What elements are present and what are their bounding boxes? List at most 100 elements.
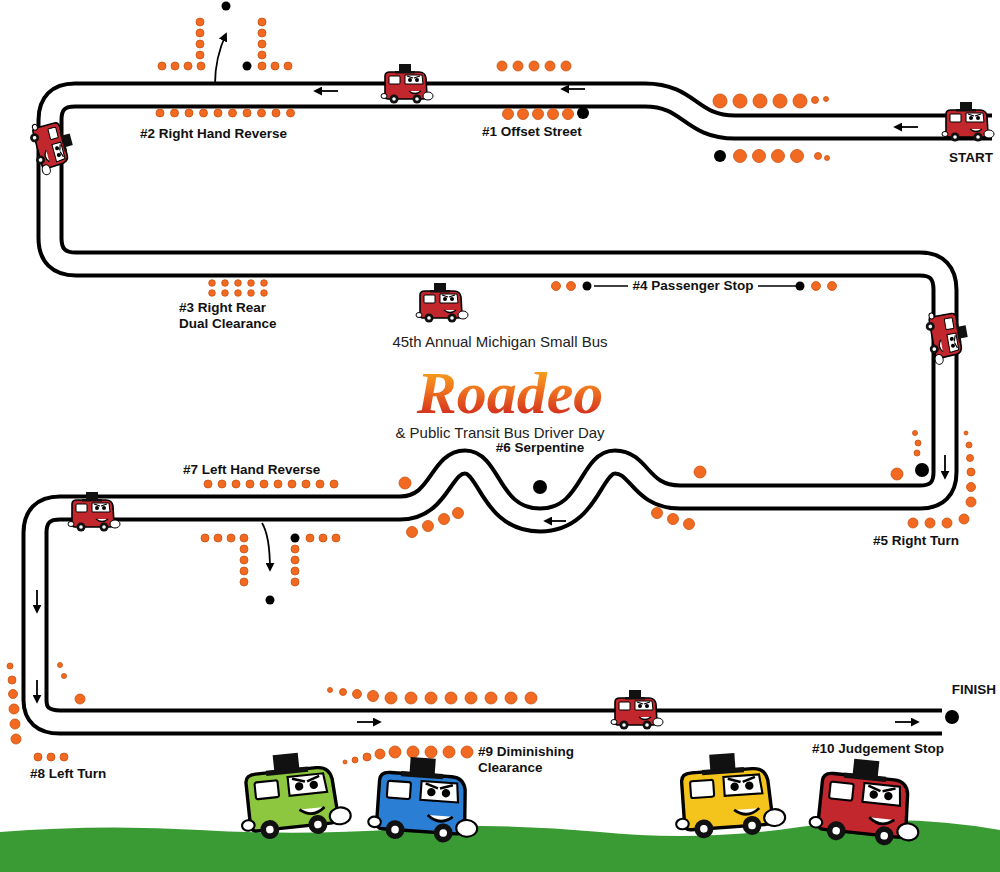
- traffic-cone: [375, 749, 385, 759]
- traffic-cone: [793, 94, 807, 108]
- traffic-cone: [248, 280, 255, 287]
- traffic-cone: [461, 746, 473, 758]
- direction-arrow: [895, 721, 918, 723]
- traffic-cone: [445, 692, 457, 704]
- traffic-cone: [319, 534, 327, 542]
- traffic-cone: [353, 690, 362, 699]
- traffic-cone: [258, 40, 266, 48]
- bus-mascot: [367, 754, 482, 844]
- traffic-cone: [185, 109, 193, 117]
- traffic-cone: [214, 109, 222, 117]
- traffic-cone: [389, 746, 401, 758]
- traffic-cone: [291, 578, 299, 586]
- traffic-cone: [218, 480, 226, 488]
- traffic-cone: [62, 674, 67, 679]
- traffic-cone: [272, 109, 280, 117]
- direction-arrow: [36, 590, 38, 612]
- traffic-cone: [302, 480, 310, 488]
- traffic-cone: [439, 514, 450, 525]
- traffic-cone: [425, 692, 437, 704]
- traffic-cone: [9, 704, 19, 714]
- traffic-cone: [156, 109, 164, 117]
- cones: [7, 18, 976, 764]
- traffic-cone: [363, 753, 371, 761]
- station-label: #4 Passenger Stop: [629, 278, 758, 294]
- traffic-cone: [261, 280, 268, 287]
- traffic-cone: [240, 534, 248, 542]
- traffic-cone: [75, 694, 85, 704]
- bus-icon: [416, 283, 468, 323]
- traffic-cone: [291, 545, 299, 553]
- traffic-cone: [518, 109, 529, 120]
- traffic-cone: [545, 61, 555, 71]
- traffic-cone: [196, 40, 204, 48]
- traffic-cone: [453, 508, 464, 519]
- traffic-cone: [753, 94, 767, 108]
- traffic-cone: [291, 567, 299, 575]
- traffic-cone: [368, 691, 379, 702]
- traffic-cone: [385, 692, 397, 704]
- traffic-cone: [423, 521, 434, 532]
- traffic-cone: [668, 514, 679, 525]
- direction-arrow: [944, 455, 946, 478]
- mascot-buses: [235, 748, 925, 849]
- traffic-cone: [274, 480, 282, 488]
- traffic-cone: [158, 62, 166, 70]
- reverse-arrow: [215, 34, 226, 84]
- traffic-cone: [753, 150, 766, 163]
- marker-dot: [222, 2, 231, 11]
- marker-dots: [222, 2, 960, 725]
- station-label: #7 Left Hand Reverse: [183, 462, 320, 478]
- traffic-cone: [966, 497, 976, 507]
- traffic-cone: [967, 468, 975, 476]
- traffic-cone: [352, 757, 358, 763]
- traffic-cone: [232, 480, 240, 488]
- traffic-cone: [652, 508, 663, 519]
- traffic-cone: [229, 109, 237, 117]
- traffic-cone: [533, 109, 544, 120]
- traffic-cone: [291, 556, 299, 564]
- station-label: #9 Diminishing Clearance: [478, 744, 590, 777]
- traffic-cone: [548, 109, 559, 120]
- traffic-cone: [196, 29, 204, 37]
- traffic-cone: [407, 527, 418, 538]
- traffic-cone: [258, 62, 266, 70]
- traffic-cone: [332, 534, 340, 542]
- traffic-cone: [246, 480, 254, 488]
- traffic-cone: [964, 431, 968, 435]
- traffic-cone: [196, 18, 204, 26]
- traffic-cone: [184, 62, 192, 70]
- traffic-cone: [734, 150, 747, 163]
- traffic-cone: [824, 97, 829, 102]
- traffic-cone: [915, 440, 921, 446]
- traffic-cone: [261, 290, 268, 297]
- traffic-cone: [235, 280, 242, 287]
- traffic-cone: [9, 690, 18, 699]
- traffic-cone: [209, 290, 216, 297]
- station-label: #8 Left Turn: [30, 766, 106, 782]
- traffic-cone: [812, 97, 819, 104]
- traffic-cone: [815, 153, 822, 160]
- traffic-cone: [891, 468, 903, 480]
- traffic-cone: [258, 109, 266, 117]
- start-label: START: [949, 150, 993, 166]
- station-label: #3 Right Rear Dual Clearance: [179, 300, 297, 333]
- traffic-cone: [908, 518, 918, 528]
- direction-arrows: [37, 34, 945, 722]
- traffic-cone: [942, 518, 952, 528]
- stop-line: [594, 285, 628, 287]
- traffic-cone: [240, 567, 248, 575]
- traffic-cone: [47, 753, 55, 761]
- traffic-cone: [967, 455, 974, 462]
- bus-icon: [68, 492, 120, 532]
- station-label: #6 Serpentine: [496, 440, 585, 456]
- traffic-cone: [399, 477, 411, 489]
- traffic-cone: [11, 734, 21, 744]
- traffic-cone: [812, 282, 821, 291]
- traffic-cone: [694, 466, 706, 478]
- direction-arrow: [315, 90, 338, 92]
- traffic-cone: [240, 556, 248, 564]
- traffic-cone: [497, 61, 507, 71]
- traffic-cone: [425, 746, 437, 758]
